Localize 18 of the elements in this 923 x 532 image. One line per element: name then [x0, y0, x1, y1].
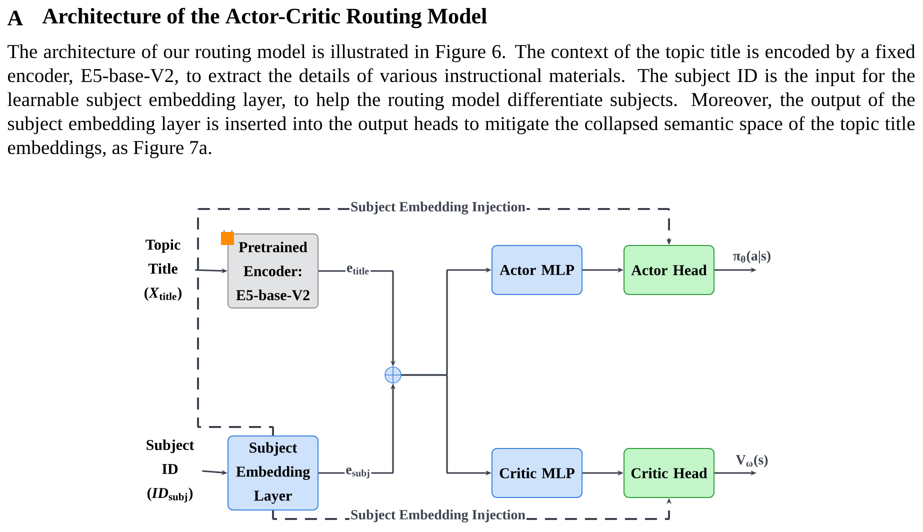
- edge-label: V$_{ω}$(s): [734, 454, 770, 468]
- head-box: Critic Head: [624, 448, 714, 498]
- head-box: Actor Head: [624, 245, 714, 295]
- edge-label: Subject Embedding Injection: [350, 200, 527, 216]
- section-title: Architecture of the Actor-Critic Routing Model: [42, 8, 487, 28]
- layer-box: Subject Embedding Layer: [228, 436, 318, 510]
- edge-label: e$_{subj}$: [344, 466, 372, 480]
- sum-circle: [384, 366, 402, 384]
- input-label: Subject ID (ID$_{subj}$): [146, 440, 194, 502]
- mlp-box: Actor MLP: [492, 245, 582, 295]
- edge-label: π$_{θ}$(a|s): [732, 250, 772, 264]
- section-number: A: [7, 10, 23, 26]
- paragraph: The architecture of our routing model is illustrated in Figure 6. The context of the topic title is encoded by a fixed encoder, E5-base-V2, to extract the details of various instructional materials. The subject ID is the input for the learnable subject embedding layer, to help the routing model differentiate subjects. Moreover, the output of the subject embedding layer is inserted into the output heads to mitigate the collapsed semantic space of the topic title embeddings, as Figure 7a.: [8, 44, 916, 158]
- input-label: Topic Title (X$_{title}$): [144, 239, 182, 301]
- edge-label: e$_{title}$: [346, 264, 371, 276]
- mlp-box: Critic MLP: [492, 448, 582, 498]
- edge-label: Subject Embedding Injection: [350, 508, 527, 524]
- encoder-box: Pretrained Encoder: E5-base-V2: [228, 234, 318, 308]
